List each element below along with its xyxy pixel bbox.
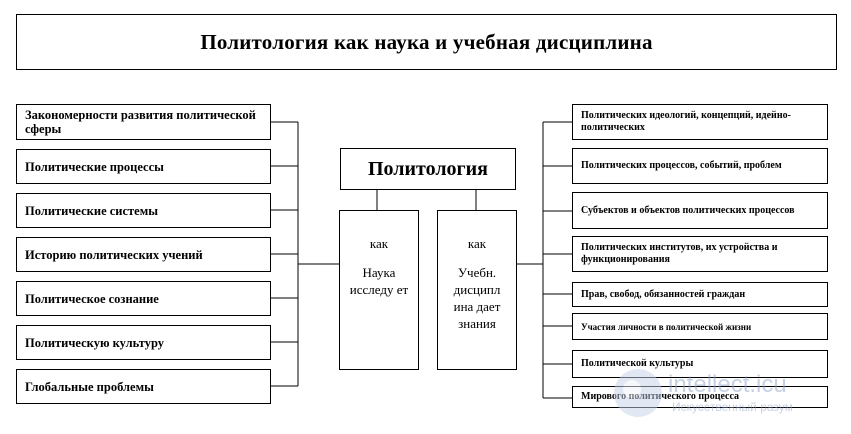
- right-item-2: Политических процессов, событий, проблем: [572, 148, 828, 184]
- left-item-3: Политические системы: [16, 193, 271, 228]
- watermark-logo-icon: [614, 369, 662, 417]
- left-item-label: Историю политических учений: [25, 247, 203, 262]
- right-item-6: Участия личности в политической жизни: [572, 313, 828, 340]
- left-item-5: Политическое сознание: [16, 281, 271, 316]
- left-item-6: Политическую культуру: [16, 325, 271, 360]
- left-item-2: Политические процессы: [16, 149, 271, 184]
- left-item-label: Глобальные проблемы: [25, 379, 154, 394]
- left-item-label: Закономерности развития политической сфе…: [25, 108, 256, 136]
- discipline-column: как Учебн. дисципл ина дает знания: [437, 210, 517, 370]
- left-item-label: Политические процессы: [25, 159, 164, 174]
- right-item-5: Прав, свобод, обязанностей граждан: [572, 282, 828, 307]
- watermark-brand: intellect.icu: [668, 371, 787, 398]
- right-item-4: Политических институтов, их устройства и…: [572, 236, 828, 272]
- left-item-4: Историю политических учений: [16, 237, 271, 272]
- right-item-1: Политических идеологий, концепций, идейн…: [572, 104, 828, 140]
- left-item-label: Политическую культуру: [25, 335, 164, 350]
- right-item-label: Участия личности в политической жизни: [581, 321, 752, 332]
- right-item-label: Политических процессов, событий, проблем: [581, 160, 782, 171]
- right-item-label: Субъектов и объектов политических процес…: [581, 204, 795, 216]
- discipline-text: Учебн. дисципл ина дает знания: [453, 265, 501, 331]
- right-item-label: Политических институтов, их устройства и…: [581, 242, 778, 265]
- watermark: intellect.icu Искусственный разум: [612, 367, 842, 423]
- right-item-label: Политической культуры: [581, 358, 694, 369]
- right-item-3: Субъектов и объектов политических процес…: [572, 192, 828, 229]
- right-item-label: Политических идеологий, концепций, идейн…: [581, 110, 791, 133]
- science-column: как Наука исследу ет: [339, 210, 419, 370]
- science-text: Наука исследу ет: [349, 265, 409, 297]
- left-item-7: Глобальные проблемы: [16, 369, 271, 404]
- watermark-tagline: Искусственный разум: [672, 400, 793, 414]
- center-title: Политология: [368, 157, 488, 180]
- left-item-1: Закономерности развития политической сфе…: [16, 104, 271, 140]
- page-title: Политология как наука и учебная дисципли…: [200, 29, 653, 54]
- right-item-label: Прав, свобод, обязанностей граждан: [581, 288, 746, 300]
- discipline-kak: как: [467, 236, 487, 251]
- left-item-label: Политическое сознание: [25, 291, 159, 306]
- left-item-label: Политические системы: [25, 203, 159, 218]
- science-kak: как: [369, 236, 389, 251]
- center-title-box: Политология: [340, 148, 516, 190]
- right-item-7: Политической культуры: [572, 350, 828, 378]
- title-box: Политология как наука и учебная дисципли…: [16, 14, 837, 70]
